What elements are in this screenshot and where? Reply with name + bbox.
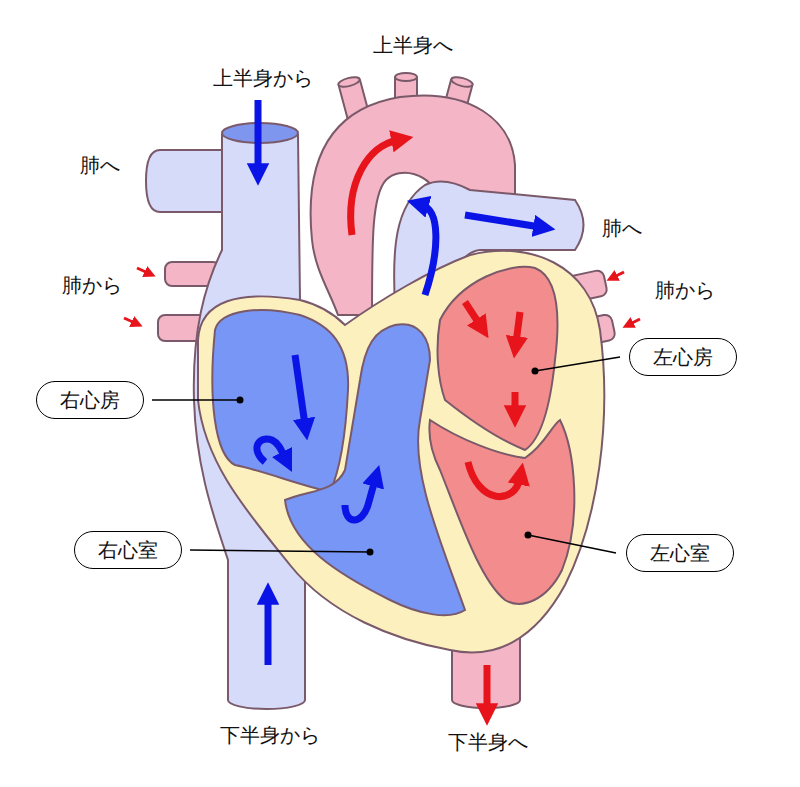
direction-text: 肺から — [655, 279, 715, 301]
vessel-direction-label: 肺へ — [602, 216, 642, 240]
blue-arrow — [345, 480, 375, 520]
chamber-label-box: 右心室 — [74, 531, 182, 569]
blue-arrow — [255, 100, 262, 170]
heart-body — [198, 251, 604, 653]
chamber-name: 右心房 — [60, 388, 120, 412]
chamber-label-box: 左心室 — [626, 534, 734, 572]
vessel-direction-label: 肺から — [655, 278, 715, 302]
leader-lines — [528, 535, 616, 553]
left-ventricle-chamber — [429, 420, 574, 604]
leader-lines — [152, 357, 620, 553]
direction-text: 下半身から — [220, 724, 320, 746]
blue-arrow — [295, 355, 305, 425]
small-red-arrows — [124, 318, 135, 323]
vessel-direction-label: 上半身へ — [373, 33, 453, 57]
leader-dots — [525, 532, 532, 539]
vessel-direction-label: 肺へ — [80, 153, 120, 177]
leader-lines — [190, 550, 370, 552]
blue-arrow — [465, 215, 540, 227]
chamber-label-box: 左心房 — [629, 338, 737, 376]
small-red-arrows — [124, 268, 640, 324]
leader-dots — [237, 368, 539, 556]
left-pulmonary-artery — [146, 150, 226, 212]
aorta-branches — [337, 75, 360, 88]
leader-lines — [152, 399, 240, 401]
vessel-direction-label: 下半身から — [220, 723, 320, 747]
blue-arrow — [257, 439, 285, 462]
vessel-direction-label: 肺から — [62, 273, 122, 297]
chamber-name: 左心室 — [650, 541, 710, 565]
red-arrow — [512, 392, 519, 412]
red-arrow — [465, 302, 480, 325]
leader-dots — [237, 397, 244, 404]
direction-text: 肺へ — [602, 217, 642, 239]
leader-lines — [535, 357, 620, 371]
aorta-branches — [450, 75, 473, 88]
flow-arrows — [257, 100, 540, 710]
vessel-direction-label: 下半身へ — [448, 730, 528, 754]
right-atrium-chamber — [212, 310, 348, 492]
direction-text: 上半身へ — [373, 34, 453, 56]
small-red-arrows — [630, 319, 640, 324]
direction-text: 下半身へ — [448, 731, 528, 753]
small-red-arrows — [137, 268, 148, 273]
red-arrow — [516, 312, 520, 343]
direction-text: 肺へ — [80, 154, 120, 176]
direction-text: 上半身から — [213, 67, 313, 89]
vessels-back — [146, 73, 616, 709]
chamber-label-box: 右心房 — [36, 381, 144, 419]
chamber-name: 右心室 — [98, 538, 158, 562]
small-red-arrows — [614, 272, 624, 277]
red-arrow — [468, 462, 520, 497]
red-arrow — [351, 140, 398, 235]
aorta-branches — [395, 73, 417, 81]
red-arrow — [484, 665, 491, 710]
leader-dots — [532, 368, 539, 375]
left-atrium-chamber — [438, 267, 558, 450]
chamber-name: 左心房 — [653, 345, 713, 369]
blue-arrow — [265, 598, 272, 665]
vessel-direction-label: 上半身から — [213, 66, 313, 90]
blue-arrow — [422, 205, 436, 295]
leader-dots — [367, 549, 374, 556]
heart-wall — [198, 251, 604, 653]
direction-text: 肺から — [62, 274, 122, 296]
